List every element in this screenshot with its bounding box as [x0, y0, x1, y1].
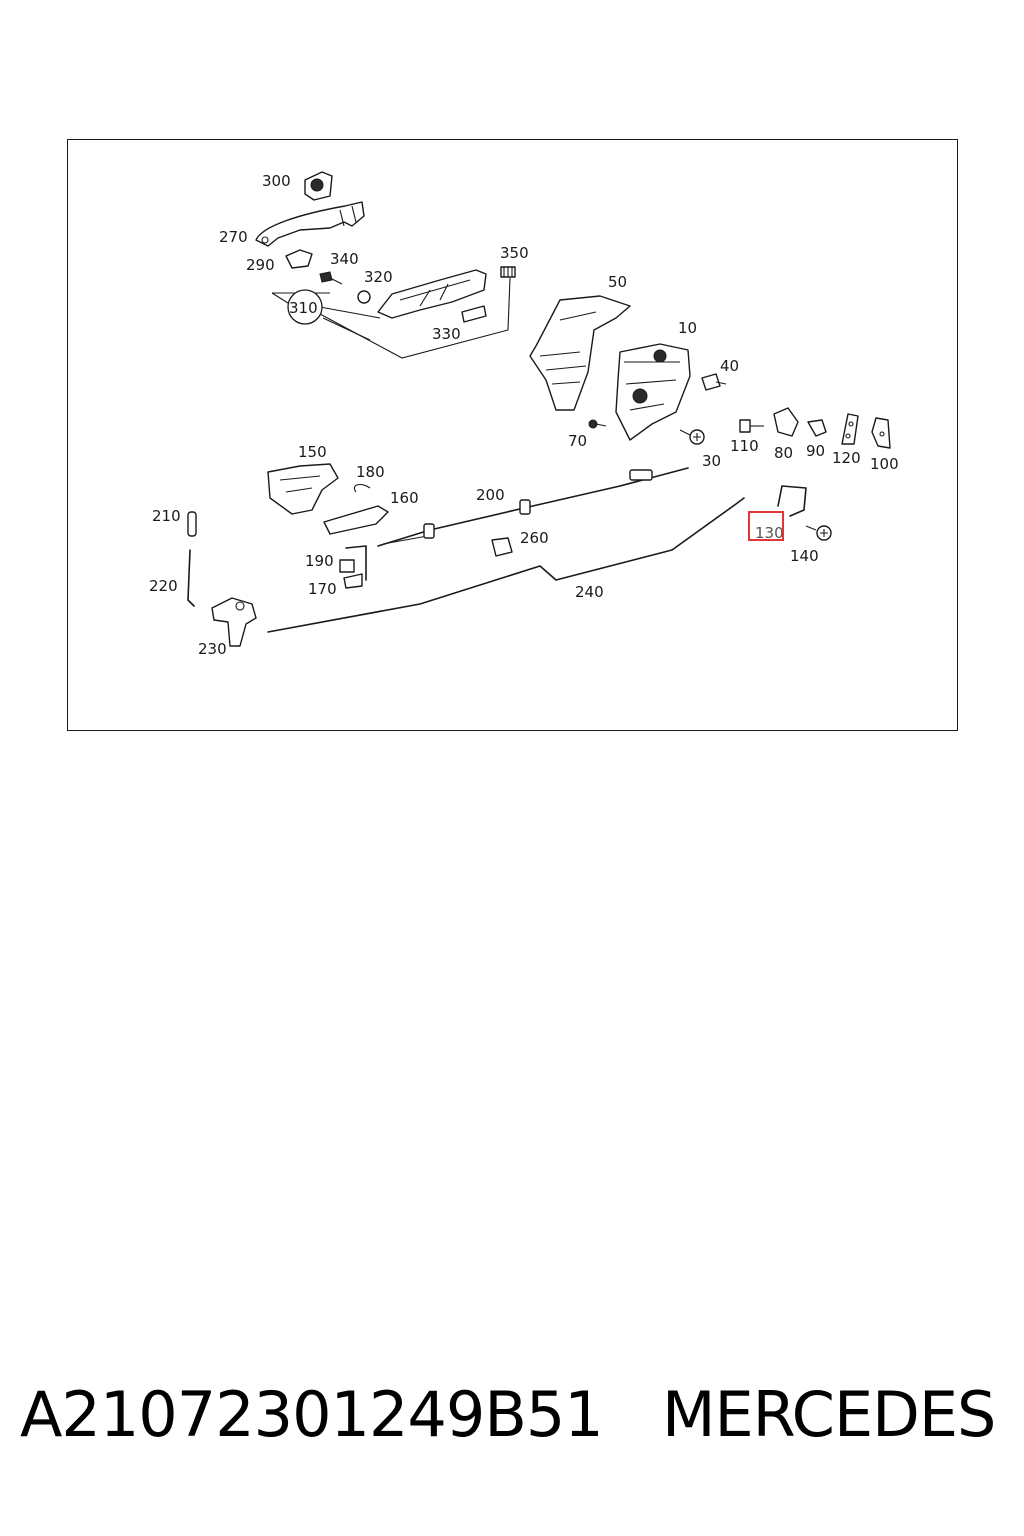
callout-labels: 300 270 290 340 320 350 310 330 50 10 40… — [149, 172, 899, 658]
callout-40: 40 — [720, 357, 739, 375]
footer-caption: A21072301249B51 MERCEDES — [20, 1378, 1010, 1468]
part-290-handle-cover — [285, 249, 313, 269]
callout-70: 70 — [568, 432, 587, 450]
callout-320: 320 — [364, 268, 393, 286]
part-340-screw — [319, 271, 343, 285]
callout-270: 270 — [219, 228, 248, 246]
part-number: A21072301249B51 — [20, 1378, 604, 1451]
callout-180: 180 — [356, 463, 385, 481]
part-300-lock-cylinder — [304, 171, 333, 201]
part-120-plate — [841, 413, 859, 445]
part-330-bracket — [461, 305, 487, 323]
part-260-clip — [491, 537, 513, 557]
part-110-bolt — [739, 419, 764, 433]
callout-230: 230 — [198, 640, 227, 658]
part-140-screw — [805, 525, 832, 541]
part-310-handle-carrier — [377, 269, 487, 319]
callout-10: 10 — [678, 319, 697, 337]
callout-290: 290 — [246, 256, 275, 274]
callout-120: 120 — [832, 449, 861, 467]
callout-30: 30 — [702, 452, 721, 470]
callout-140: 140 — [790, 547, 819, 565]
part-40-screw — [701, 373, 727, 391]
part-80-striker — [773, 407, 799, 437]
part-30-screw — [679, 429, 705, 445]
callout-310: 310 — [289, 299, 318, 317]
callout-300: 300 — [262, 172, 291, 190]
callout-220: 220 — [149, 577, 178, 595]
callout-90: 90 — [806, 442, 825, 460]
part-200-cable — [377, 467, 689, 547]
callout-350: 350 — [500, 244, 529, 262]
part-320-grommet — [357, 290, 371, 304]
part-210-pin — [187, 511, 197, 537]
part-130-rod — [777, 485, 807, 517]
callout-80: 80 — [774, 444, 793, 462]
callout-150: 150 — [298, 443, 327, 461]
callout-260: 260 — [520, 529, 549, 547]
callout-110: 110 — [730, 437, 759, 455]
callout-130: 130 — [755, 524, 784, 542]
callout-200: 200 — [476, 486, 505, 504]
callout-340: 340 — [330, 250, 359, 268]
diagram-frame — [67, 139, 958, 731]
part-10-door-lock — [615, 343, 691, 441]
part-230-lever — [211, 597, 257, 647]
part-90-clip — [807, 419, 827, 437]
callout-310-circle — [287, 289, 323, 325]
part-220-rod — [187, 549, 195, 607]
callout-50: 50 — [608, 273, 627, 291]
part-190-connector — [339, 545, 367, 581]
callout-330: 330 — [432, 325, 461, 343]
part-270-outer-handle — [255, 201, 365, 247]
part-150-inner-handle — [267, 463, 339, 515]
callout-100: 100 — [870, 455, 899, 473]
callout-210: 210 — [152, 507, 181, 525]
part-160-inner-lever — [323, 505, 389, 535]
callout-160: 160 — [390, 489, 419, 507]
part-100-plate — [871, 417, 891, 449]
part-70-screw — [588, 419, 607, 429]
highlighted-part-marker — [748, 511, 784, 541]
brand-name: MERCEDES — [662, 1378, 996, 1451]
part-180-clip — [353, 483, 371, 493]
callout-240: 240 — [575, 583, 604, 601]
callout-170: 170 — [308, 580, 337, 598]
callout-190: 190 — [305, 552, 334, 570]
exploded-parts-diagram: 300 270 290 340 320 350 310 330 50 10 40… — [149, 171, 899, 658]
part-240-rod — [267, 497, 745, 633]
part-350-bolt — [500, 266, 516, 278]
part-50-lock-bracket — [529, 295, 631, 411]
group-310-leader-lines — [271, 277, 511, 359]
part-170-clip — [343, 573, 363, 589]
